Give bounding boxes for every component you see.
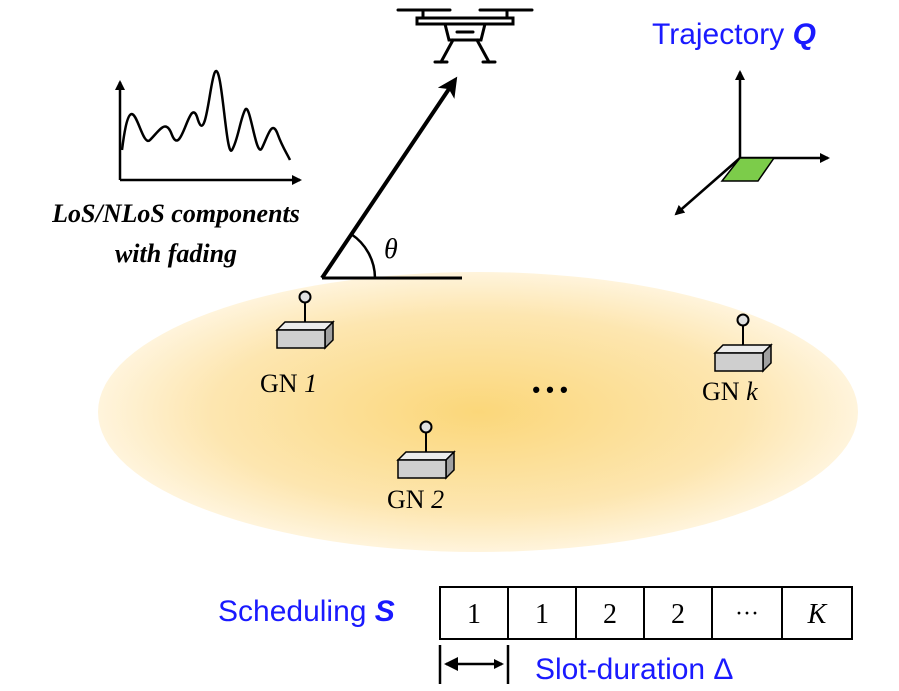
schedule-slot-6	[781, 586, 853, 640]
gn-ellipsis: • • •	[532, 377, 567, 402]
channel-label-line1: LoS/NLoS components	[51, 199, 300, 228]
gn-1-label: GN 1	[260, 369, 317, 398]
schedule-slot-1-value: 1	[467, 599, 481, 630]
schedule-slot-5	[711, 586, 783, 640]
schedule-slot-4	[643, 586, 713, 640]
trajectory-plane	[720, 157, 776, 182]
schedule-slot-bar: 1 1 2 2 ··· K	[439, 586, 853, 640]
schedule-slot-2-value: 1	[535, 599, 549, 630]
schedule-slot-4-value: 2	[671, 599, 685, 630]
gn-k-label: GN k	[702, 377, 758, 406]
elevation-angle-symbol: θ	[384, 234, 398, 265]
trajectory-label: Trajectory Q	[652, 18, 816, 51]
air-ground-link-arrow	[320, 76, 458, 280]
uav-drone-icon	[396, 8, 534, 64]
schedule-slot-3-value: 2	[603, 599, 617, 630]
gn-2-label: GN 2	[387, 485, 444, 514]
schedule-slot-2	[507, 586, 577, 640]
schedule-slot-6-value: K	[807, 599, 828, 630]
fading-signal-plot	[115, 69, 302, 185]
scheduling-label: Scheduling S	[218, 595, 395, 628]
channel-label-line2: with fading	[115, 239, 237, 268]
schedule-slot-5-value: ···	[735, 601, 759, 627]
schedule-slot-3	[575, 586, 645, 640]
elevation-angle-arc	[350, 232, 377, 279]
schedule-slot-1	[439, 586, 509, 640]
slot-duration-label: Slot-duration Δ	[535, 653, 733, 686]
slot-duration-indicator	[438, 645, 510, 684]
trajectory-axes	[674, 70, 830, 216]
